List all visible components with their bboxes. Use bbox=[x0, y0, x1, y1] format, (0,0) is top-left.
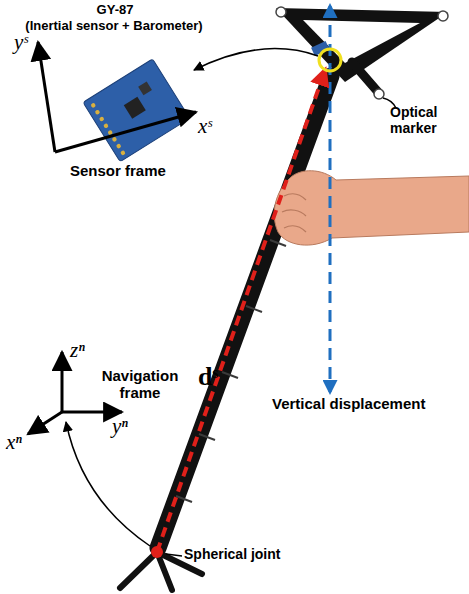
leader-line bbox=[194, 49, 318, 70]
axis-label: zⁿ bbox=[70, 338, 100, 362]
holding-arm bbox=[274, 171, 469, 245]
pin bbox=[116, 143, 122, 149]
board-pins bbox=[90, 102, 126, 156]
motion-label: Vertical displacement bbox=[272, 395, 469, 412]
sensor-highlight bbox=[319, 49, 341, 71]
optical-marker-ball bbox=[276, 7, 286, 17]
pin bbox=[103, 123, 109, 129]
axis-label: xˢ bbox=[198, 114, 228, 138]
pole-joint bbox=[199, 434, 215, 440]
sensor-y-axis bbox=[38, 42, 55, 152]
board-chip bbox=[124, 97, 146, 119]
pole-joint bbox=[176, 496, 192, 502]
nav-z-axis bbox=[61, 352, 64, 412]
frame-label: Sensor frame bbox=[70, 162, 200, 179]
board-chip bbox=[138, 81, 152, 95]
part-name: Spherical joint bbox=[184, 546, 314, 562]
vector-label: dˢ bbox=[198, 362, 238, 392]
axis-label: yⁿ bbox=[112, 414, 142, 438]
optical-marker-ball bbox=[374, 89, 384, 99]
finger-lines bbox=[282, 194, 306, 232]
part-name: GY-87 bbox=[30, 3, 200, 18]
pole-joint bbox=[222, 372, 238, 378]
sensor-board bbox=[83, 59, 190, 162]
pin bbox=[120, 150, 126, 156]
pole-joint bbox=[246, 306, 262, 312]
pin bbox=[94, 109, 100, 115]
pin bbox=[90, 102, 96, 108]
frame-label: Navigation frame bbox=[94, 367, 186, 402]
pin bbox=[99, 116, 105, 122]
pole bbox=[158, 76, 331, 548]
nav-x-axis bbox=[28, 412, 62, 434]
sensor-x-axis bbox=[55, 112, 196, 152]
displacement-vector bbox=[157, 70, 325, 552]
joint-point bbox=[151, 546, 163, 558]
axis-label: xⁿ bbox=[6, 430, 36, 454]
leader-line bbox=[166, 554, 182, 556]
part-name: Optical marker bbox=[390, 104, 462, 136]
leader-line bbox=[66, 422, 150, 546]
board-pcb bbox=[83, 59, 190, 162]
optical-marker-ball bbox=[438, 11, 448, 21]
axis-label: yˢ bbox=[14, 30, 44, 54]
nav-y-axis bbox=[62, 411, 122, 414]
part-description: (Inertial sensor + Barometer) bbox=[16, 19, 212, 34]
tripod-leg bbox=[120, 552, 157, 588]
pole-joint bbox=[270, 240, 286, 246]
vertical-axis-arrow bbox=[329, 6, 332, 392]
pole-joints bbox=[176, 240, 286, 502]
frame-branch bbox=[352, 62, 378, 92]
